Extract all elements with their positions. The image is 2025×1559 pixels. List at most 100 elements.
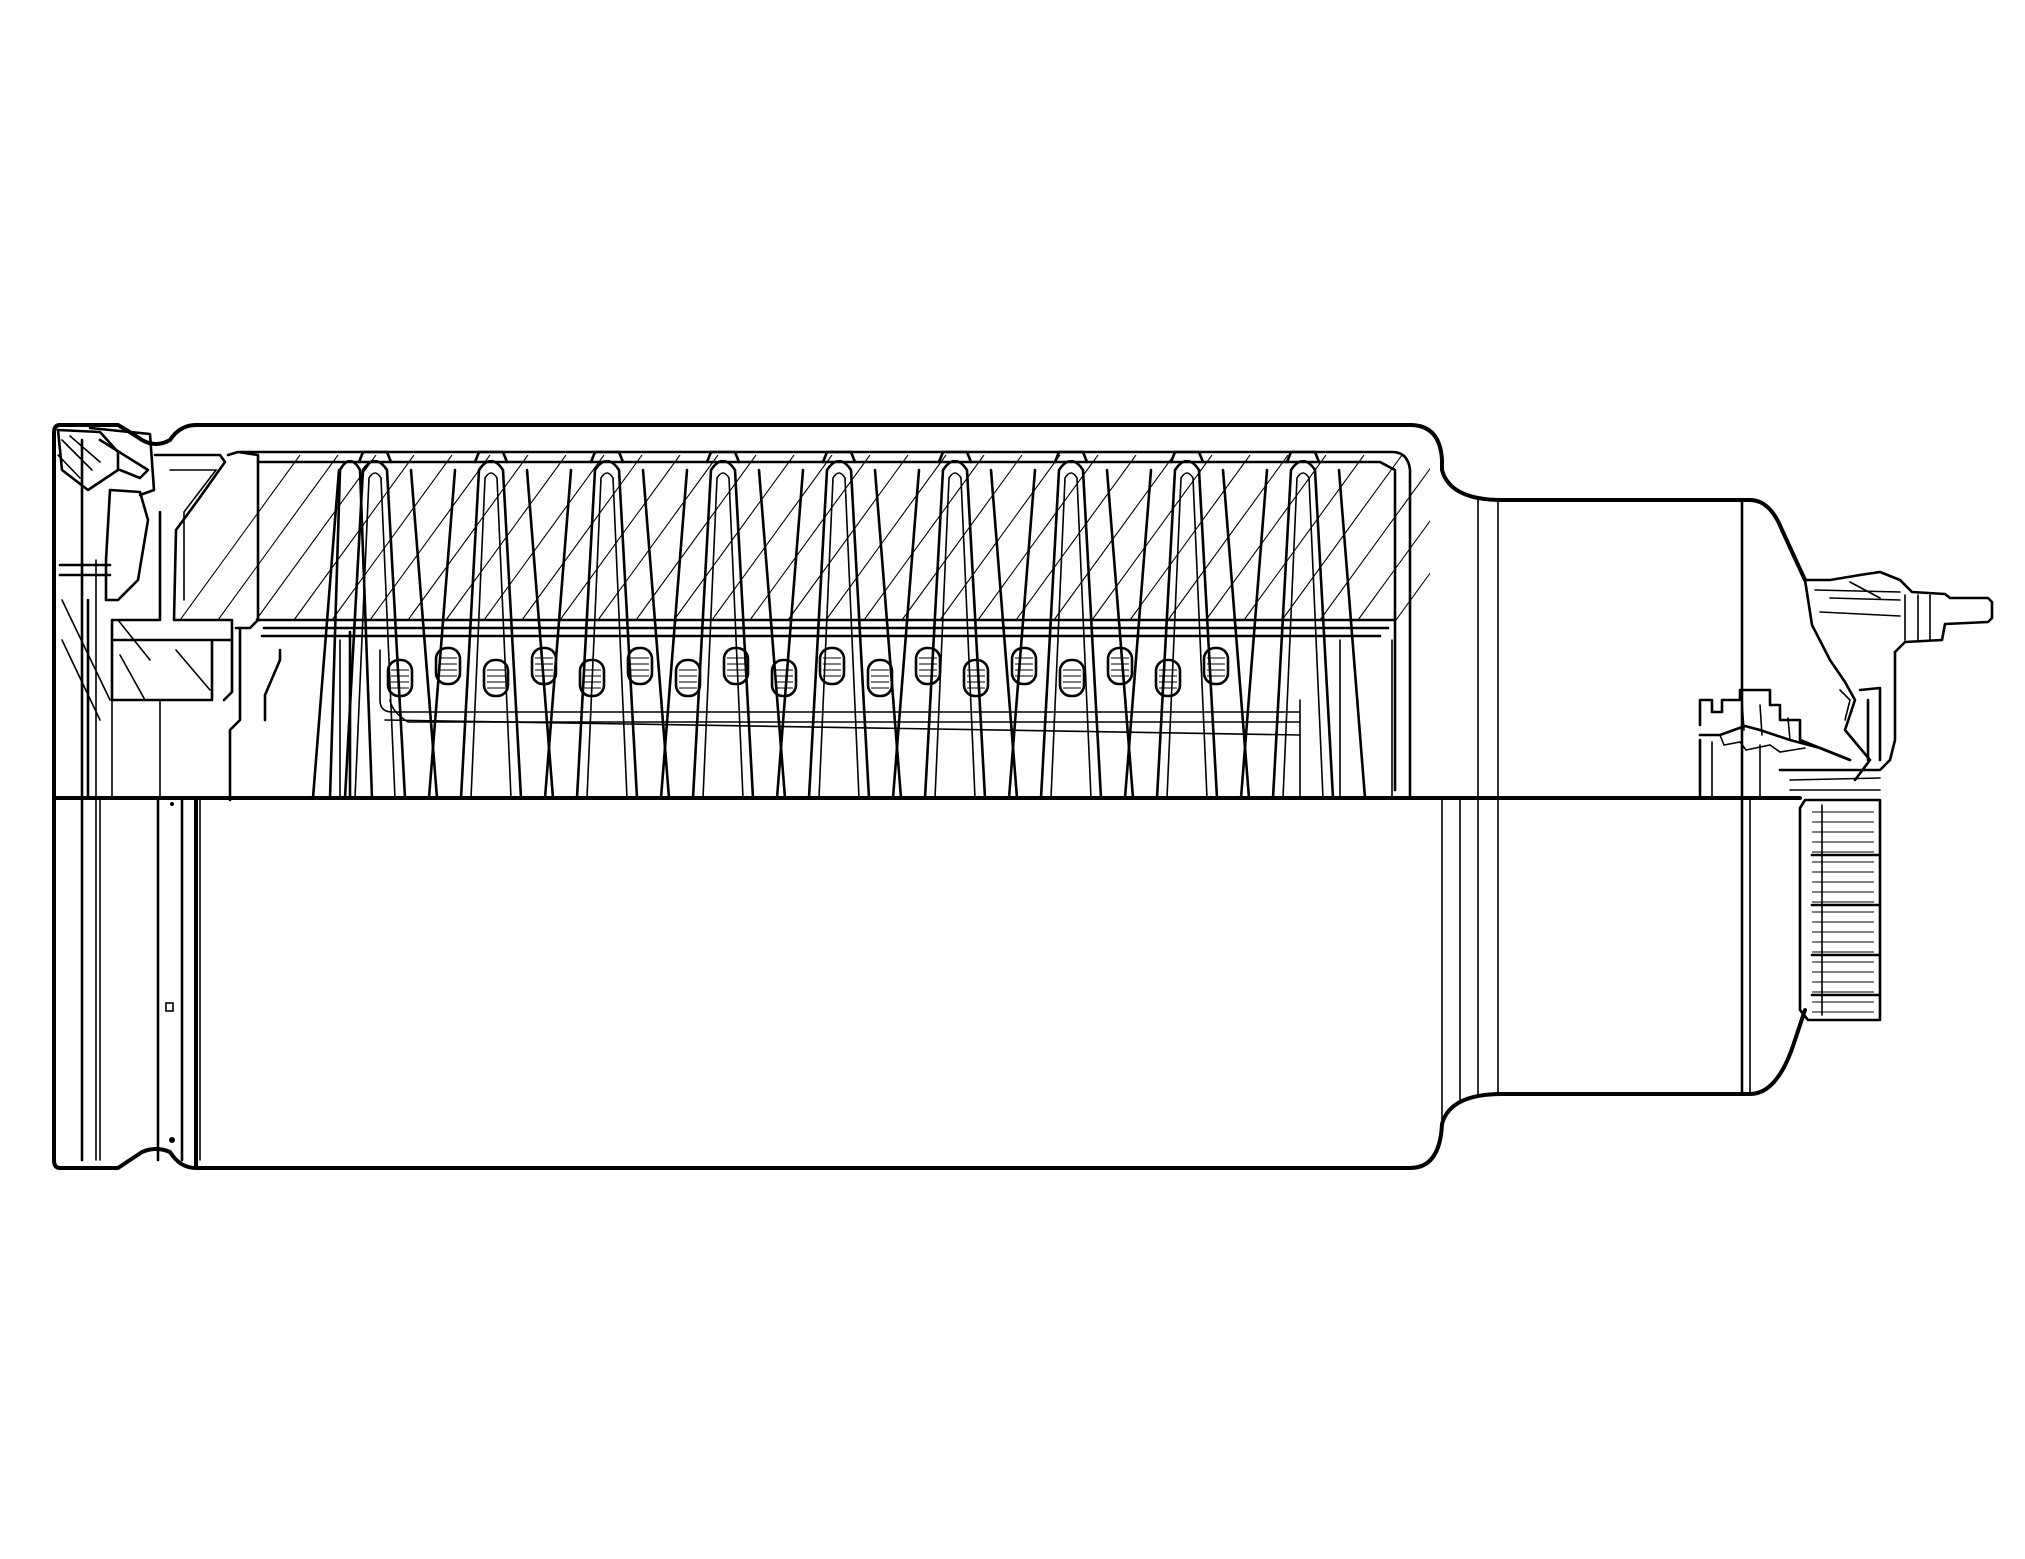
- slot-outline: [1010, 646, 1038, 686]
- hatch-line: [407, 455, 529, 621]
- hatch-line: [1243, 455, 1365, 621]
- spring-coil-top: [705, 450, 741, 464]
- spring-coil-outer: [343, 460, 407, 798]
- slot-outline: [674, 658, 702, 698]
- spring-coil-inner: [586, 472, 628, 798]
- spring-coil-side: [659, 468, 787, 798]
- hatch-line: [673, 455, 795, 621]
- hatch-line: [1357, 520, 1430, 621]
- hatch-line: [939, 455, 1061, 621]
- spring-coil-top: [821, 450, 857, 464]
- slot-outline: [1154, 658, 1182, 698]
- slot: [1058, 658, 1086, 698]
- spring-coil-outer: [1271, 460, 1335, 798]
- spring-coil-outer: [691, 460, 755, 798]
- body-step-lines: [1441, 498, 1751, 1125]
- hatch-line: [1205, 455, 1327, 621]
- spring-coil-side: [543, 468, 671, 798]
- spring-coil-top: [1169, 450, 1205, 464]
- slot-outline: [1058, 658, 1086, 698]
- slot: [434, 646, 462, 686]
- slot-outline: [482, 658, 510, 698]
- hatch-line: [1319, 467, 1430, 621]
- spring-coil-inner: [934, 472, 976, 798]
- knurled-cap: [1798, 798, 1882, 1022]
- hatch-line: [217, 455, 339, 621]
- slot-outline: [818, 646, 846, 686]
- cartridge-slot-row: [386, 646, 1230, 698]
- valve-body: [1698, 686, 1892, 800]
- hatch-line: [977, 455, 1099, 621]
- spring-coil-outer: [1155, 460, 1219, 798]
- slot: [1202, 646, 1230, 686]
- hatch-line: [1091, 455, 1213, 621]
- hatch-line: [180, 455, 301, 621]
- hatch-line: [1472, 455, 1592, 620]
- spring-coil-top: [937, 450, 973, 464]
- hatch-line: [1395, 572, 1430, 621]
- left-end-rings: [80, 438, 201, 1170]
- slot: [818, 646, 846, 686]
- slot-outline: [914, 646, 942, 686]
- spring-coil-side: [427, 468, 555, 798]
- hatch-line: [369, 455, 491, 621]
- hatch-line: [1281, 455, 1403, 621]
- slot-outline: [626, 646, 654, 686]
- slot: [1106, 646, 1134, 686]
- spring-coil-inner: [1166, 472, 1208, 798]
- outlet-fitting: [1803, 570, 1994, 782]
- slot-outline: [1202, 646, 1230, 686]
- spring-coil-inner: [354, 472, 396, 798]
- spring-coil-side: [775, 468, 903, 798]
- coil-spring-tops: [357, 450, 1321, 464]
- spring-coil-inner: [702, 472, 744, 798]
- left-end-cap-section: [56, 426, 282, 802]
- slot: [674, 658, 702, 698]
- spring-coil-side: [891, 468, 1019, 798]
- hatch-line: [825, 455, 947, 621]
- hatch-line: [559, 455, 681, 621]
- coil-spring-group: [311, 460, 1367, 798]
- spring-coil-top: [589, 450, 625, 464]
- spring-end-coil: [328, 460, 374, 798]
- hatch-line: [483, 455, 605, 621]
- spring-coil-outer: [807, 460, 871, 798]
- spring-coil-inner: [1050, 472, 1092, 798]
- hatch-line: [1129, 455, 1251, 621]
- spring-coil-inner: [470, 472, 512, 798]
- spring-coil-top: [473, 450, 509, 464]
- hatch-line: [1053, 455, 1175, 621]
- spring-coil-side: [1007, 468, 1135, 798]
- slot-outline: [1106, 646, 1134, 686]
- spring-coil-side: [1239, 468, 1367, 798]
- spring-coil-top: [1285, 450, 1321, 464]
- spring-coil-side: [1123, 468, 1251, 798]
- spring-coil-top: [1053, 450, 1089, 464]
- spring-coil-top: [357, 450, 393, 464]
- hatch-line: [255, 455, 377, 621]
- spring-coil-inner: [1282, 472, 1324, 798]
- hatch-line: [901, 455, 1023, 621]
- hatch-line: [711, 455, 833, 621]
- spring-coil-outer: [459, 460, 523, 798]
- hatch-line: [1434, 455, 1554, 620]
- slot: [962, 658, 990, 698]
- hatch-line: [521, 455, 643, 621]
- slot: [626, 646, 654, 686]
- slot-outline: [434, 646, 462, 686]
- spring-coil-inner: [818, 472, 860, 798]
- slot: [866, 658, 894, 698]
- spring-coil-outer: [923, 460, 987, 798]
- spring-coil-outer: [1039, 460, 1103, 798]
- slot-outline: [962, 658, 990, 698]
- slot: [1154, 658, 1182, 698]
- slot: [1010, 646, 1038, 686]
- hatch-line: [1015, 455, 1137, 621]
- slot-outline: [866, 658, 894, 698]
- slot: [482, 658, 510, 698]
- slot: [914, 646, 942, 686]
- hatch-line: [293, 455, 415, 621]
- spring-coil-outer: [575, 460, 639, 798]
